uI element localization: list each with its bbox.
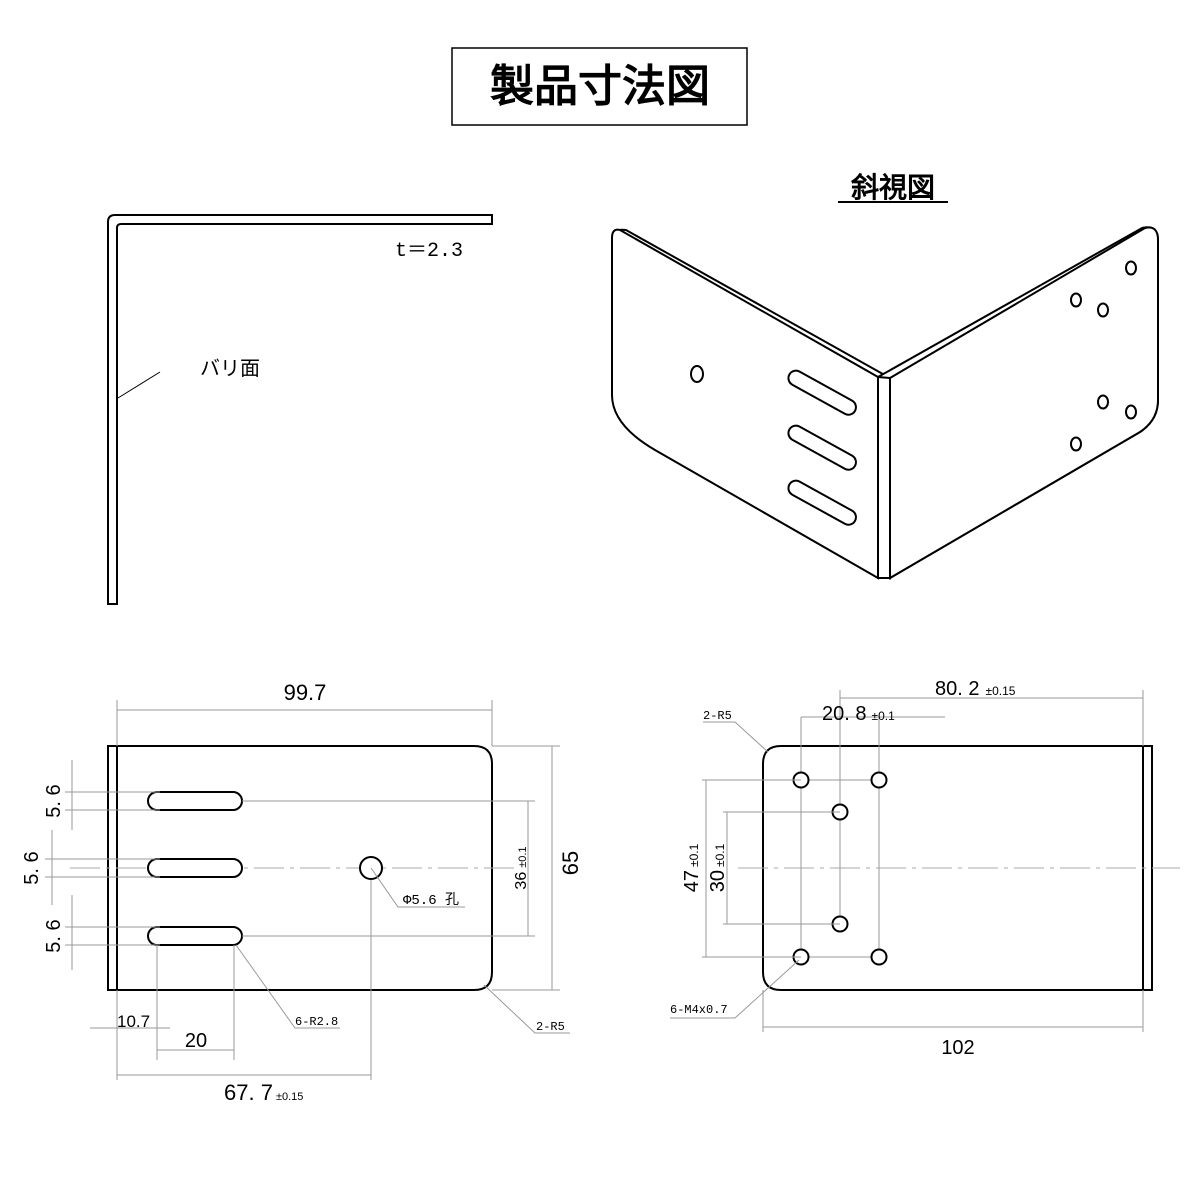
iso-slot (787, 369, 857, 416)
hole-callout: Φ5.6 孔 (403, 892, 459, 909)
iso-hole (1125, 260, 1137, 276)
slot (147, 858, 243, 878)
perspective-label: 斜視図 (851, 172, 935, 203)
burr-side-label: バリ面 (200, 358, 260, 380)
iso-hole (1070, 436, 1082, 452)
iso-hole (1097, 302, 1109, 318)
dim-length: 102 (941, 1037, 974, 1059)
threaded-hole (870, 948, 888, 966)
dim-hole-offset: 67. 7±0.15 (224, 1080, 303, 1105)
threaded-hole (870, 771, 888, 789)
thickness-label: t＝2.3 (395, 240, 463, 263)
iso-hole (1070, 292, 1082, 308)
dim-inner-pitch: 30±0.1 (707, 843, 729, 892)
side-plate-view: 80. 2±0.15 20. 8±0.1 47±0.1 30±0.1 2-R5 … (670, 678, 1180, 1059)
corner-radius-callout: 2-R5 (536, 1020, 565, 1034)
dim-slot-offset: 10.7 (117, 1012, 150, 1031)
corner-radius-callout: 2-R5 (703, 709, 732, 723)
dim-hole-span: 80. 2±0.15 (935, 678, 1016, 700)
iso-hole (1125, 404, 1137, 420)
dim-slot-width: 5. 6 (43, 919, 65, 952)
side-profile-view: t＝2.3 バリ面 (107, 214, 493, 605)
dim-slot-width: 5. 6 (43, 784, 65, 817)
thread-callout: 6-M4x0.7 (670, 1003, 728, 1017)
dim-slot-width: 5. 6 (21, 851, 43, 884)
dim-width: 99.7 (284, 680, 327, 705)
dim-slot-pitch: 36±0.1 (513, 846, 530, 889)
isometric-view (611, 226, 1159, 580)
slot-radius-callout: 6-R2.8 (295, 1015, 338, 1029)
title-box (451, 47, 748, 126)
slot (147, 791, 243, 811)
dim-slot-length: 20 (185, 1030, 207, 1052)
iso-hole (1097, 394, 1109, 410)
iso-slot (787, 479, 857, 526)
iso-hole (690, 365, 704, 383)
dim-height: 65 (558, 851, 583, 875)
page-title: 製品寸法図 (490, 62, 710, 111)
front-view: 99.7 65 36±0.1 5. 6 5. 6 5. 6 Φ5.6 孔 6-R… (21, 680, 583, 1105)
dim-hole-pitch: 20. 8±0.1 (822, 703, 895, 725)
slot (147, 926, 243, 946)
burr-leader (117, 371, 161, 399)
dim-outer-pitch: 47±0.1 (681, 843, 703, 892)
iso-slot (787, 424, 857, 471)
